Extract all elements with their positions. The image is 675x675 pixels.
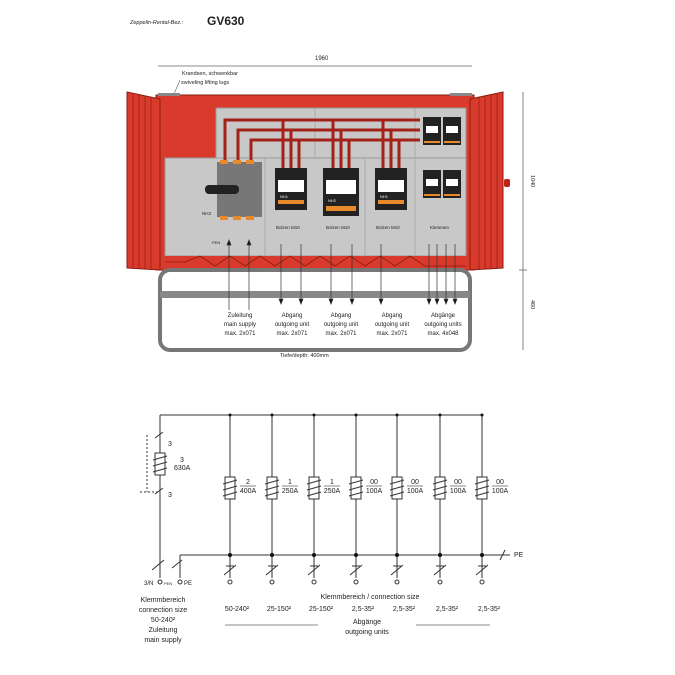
- svg-text:Klemmbereich: Klemmbereich: [141, 597, 186, 604]
- base-frame: [158, 268, 472, 352]
- connection-range: 2,5-35²: [436, 606, 459, 613]
- svg-text:NH2: NH2: [328, 198, 337, 203]
- circuit-schematic: [140, 414, 510, 578]
- cabinet: NH3 NH1 Bolzen M10 NH2 Bolzen M10 NH1 Bo…: [126, 91, 510, 352]
- fuse-rating: 250A: [324, 488, 341, 495]
- svg-text:connection size: connection size: [139, 607, 187, 614]
- svg-text:NH1: NH1: [280, 194, 289, 199]
- svg-text:Abgang: Abgang: [282, 313, 303, 319]
- main-fuse-rating: 630A: [174, 465, 191, 472]
- svg-text:Abgänge: Abgänge: [431, 313, 456, 319]
- output-circuit: 2 400A 50-240²: [222, 413, 257, 613]
- terminal-icon: [390, 564, 404, 576]
- svg-text:Zuleitung: Zuleitung: [228, 313, 253, 319]
- svg-text:50-240²: 50-240²: [151, 617, 176, 624]
- base-height-dimension: 460: [529, 300, 535, 309]
- fuse-size: 1: [288, 479, 292, 486]
- output-circuit: 00 100A 2,5-35²: [348, 413, 383, 613]
- module-1: NH1 Bolzen M10: [275, 168, 307, 230]
- svg-text:max. 2x071: max. 2x071: [224, 331, 256, 337]
- svg-text:max. 4x048: max. 4x048: [427, 331, 459, 337]
- depth-label: Tiefe/depth: 400mm: [280, 353, 329, 359]
- output-circuit: 00 100A 2,5-35²: [474, 413, 509, 613]
- fuse-rating: 250A: [282, 488, 299, 495]
- terminal-icon: [349, 564, 363, 576]
- fuse-size: 00: [411, 479, 419, 486]
- svg-text:3: 3: [168, 441, 172, 448]
- module-label: Bolzen M10: [376, 225, 400, 230]
- fuse-rating: 400A: [240, 488, 257, 495]
- fuse-rating: 100A: [492, 488, 509, 495]
- model-title: GV630: [207, 14, 245, 28]
- svg-text:outgoing unit: outgoing unit: [375, 322, 410, 328]
- fuse-size: 00: [370, 479, 378, 486]
- svg-text:outgoing unit: outgoing unit: [275, 322, 310, 328]
- main-switch-label: NH3: [202, 211, 211, 216]
- module-label: Bolzen M10: [276, 225, 300, 230]
- terminal-icon: [307, 564, 321, 576]
- svg-text:max. 2x071: max. 2x071: [376, 331, 408, 337]
- connection-range: 50-240²: [225, 606, 250, 613]
- fuse-rating: 100A: [407, 488, 424, 495]
- svg-text:3: 3: [168, 492, 172, 499]
- output-circuit: 00 100A 2,5-35²: [389, 413, 424, 613]
- left-door: [126, 91, 161, 271]
- connection-range: 2,5-35²: [393, 606, 416, 613]
- module-4: Klemmen: [423, 117, 461, 230]
- header-label: Zeppelin-Rental-Bez.:: [129, 20, 184, 26]
- right-door: [469, 91, 504, 271]
- module-2: NH2 Bolzen M10: [323, 168, 359, 230]
- svg-text:Zuleitung: Zuleitung: [149, 627, 178, 634]
- svg-text:max. 2x071: max. 2x071: [325, 331, 357, 337]
- output-circuit: 00 100A 2,5-35²: [432, 413, 467, 613]
- fuse-rating: 100A: [366, 488, 383, 495]
- output-circuit: 1 250A 25-150²: [306, 413, 341, 613]
- module-label: Klemmen: [430, 225, 450, 230]
- fuse-size: 00: [454, 479, 462, 486]
- svg-text:max. 2x071: max. 2x071: [276, 331, 308, 337]
- svg-text:3/N: 3/N: [144, 581, 153, 587]
- connection-range: 25-150²: [267, 606, 292, 613]
- connection-range: 2,5-35²: [352, 606, 375, 613]
- connection-range: 2,5-35²: [478, 606, 501, 613]
- lug-note-en: swiveling lifting lugs: [181, 80, 230, 86]
- svg-text:Abgang: Abgang: [382, 313, 403, 319]
- connection-range: 25-150²: [309, 606, 334, 613]
- svg-text:PE: PE: [184, 581, 192, 587]
- width-dimension: 1960: [315, 56, 329, 62]
- svg-text:outgoing units: outgoing units: [424, 322, 461, 328]
- svg-text:NH1: NH1: [380, 194, 389, 199]
- fuse-size: 1: [330, 479, 334, 486]
- svg-text:Abgänge: Abgänge: [353, 619, 381, 626]
- connection-size-heading: Klemmbereich / connection size: [321, 594, 420, 601]
- module-label: Bolzen M10: [326, 225, 350, 230]
- lug-note-de: Krandsen, schwenkbar: [182, 71, 238, 77]
- svg-text:3: 3: [180, 457, 184, 464]
- pe-label: PE: [514, 552, 524, 559]
- terminal-icon: [475, 564, 489, 576]
- fuse-rating: 100A: [450, 488, 467, 495]
- svg-text:PEN: PEN: [164, 581, 172, 586]
- terminal-icon: [223, 564, 237, 576]
- module-3: NH1 Bolzen M10: [375, 168, 407, 230]
- fuse-size: 2: [246, 479, 250, 486]
- terminal-icon: [265, 564, 279, 576]
- height-dimension: 1040: [529, 175, 535, 187]
- svg-text:Abgang: Abgang: [331, 313, 352, 319]
- main-supply-info: Klemmbereich connection size 50-240² Zul…: [139, 597, 187, 644]
- main-switch: NH3: [202, 160, 262, 220]
- svg-text:outgoing unit: outgoing unit: [324, 322, 359, 328]
- svg-text:main supply: main supply: [144, 637, 182, 644]
- svg-text:outgoing units: outgoing units: [345, 629, 389, 636]
- output-circuit: 1 250A 25-150²: [264, 413, 299, 613]
- fuse-size: 00: [496, 479, 504, 486]
- svg-text:main supply: main supply: [224, 322, 256, 328]
- terminal-icon: [433, 564, 447, 576]
- pen-label: PEN: [212, 240, 220, 245]
- door-handle: [504, 179, 510, 187]
- cable-labels: Zuleitung main supply max. 2x071 Abgang out…: [224, 313, 462, 337]
